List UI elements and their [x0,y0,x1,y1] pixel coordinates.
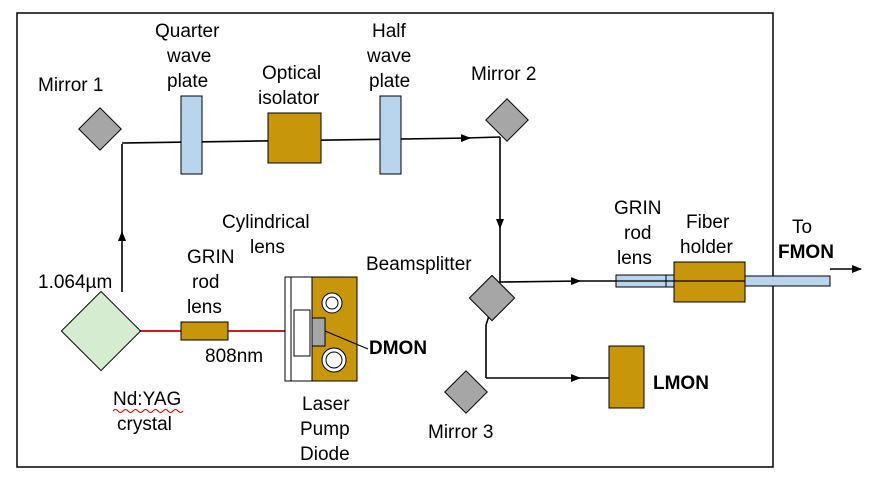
label-grin2-1: GRIN [614,198,662,219]
optical-isolator [267,112,322,164]
label-mirror3: Mirror 3 [428,422,493,443]
mirror-2 [485,98,529,142]
label-pump-1: Laser [302,394,350,415]
cylindrical-lens-outer [284,276,292,382]
label-dmon: DMON [369,338,427,359]
label-grin1-3: lens [187,297,222,318]
label-hwp-1: Half [372,21,407,42]
label-mirror1: Mirror 1 [38,75,103,96]
label-grin1-1: GRIN [187,247,235,268]
diode-mount-hole-top [321,292,343,314]
label-mirror2: Mirror 2 [471,64,536,85]
nd-yag-crystal [60,290,142,372]
label-cylindrical-1: Cylindrical [222,212,310,233]
label-to: To [792,217,812,238]
label-hwp-2: wave [366,46,411,67]
diode-mount-hole-bottom-inner [325,351,343,369]
dmon-leader-line [324,330,369,350]
cylindrical-lens-element [293,309,311,357]
lmon-detector [608,345,645,409]
label-ndyag-2: crystal [117,414,172,435]
label-fmon: FMON [778,242,834,263]
enclosure-frame [16,12,774,468]
label-qwp-2: wave [166,46,211,67]
label-pump-2: Pump [300,419,350,440]
label-wavelength-808: 808nm [205,346,263,367]
output-fiber [744,275,831,287]
label-ndyag-1: Nd:YAG [113,389,181,410]
label-beamsplitter: Beamsplitter [366,254,472,275]
label-wavelength-1064: 1.064µm [38,272,112,293]
label-isolator-2: isolator [258,88,320,109]
grin-rod-lens-pump [180,321,229,341]
mirror-1 [78,107,122,151]
beam-top-end [465,136,501,139]
label-grin1-2: rod [192,272,219,293]
diode-mount-hole-top-inner [325,296,339,310]
label-lmon: LMON [653,373,709,394]
label-pump-3: Diode [300,444,350,465]
spellcheck-underline [112,409,184,413]
quarter-wave-plate [180,95,203,175]
label-fiber-1: Fiber [686,212,730,233]
label-grin2-3: lens [617,248,652,269]
beamsplitter [468,274,516,322]
label-qwp-1: Quarter [155,21,220,42]
label-cylindrical-2: lens [250,237,285,258]
mirror-3 [444,370,488,414]
fiber-holder [673,261,746,303]
label-hwp-3: plate [369,71,410,92]
label-fiber-2: holder [680,237,733,258]
label-isolator-1: Optical [262,63,321,84]
beam-right-arrow [499,277,581,286]
dmon-photodiode [311,317,326,347]
label-grin2-2: rod [624,223,651,244]
half-wave-plate [379,95,402,175]
label-qwp-3: plate [167,71,208,92]
